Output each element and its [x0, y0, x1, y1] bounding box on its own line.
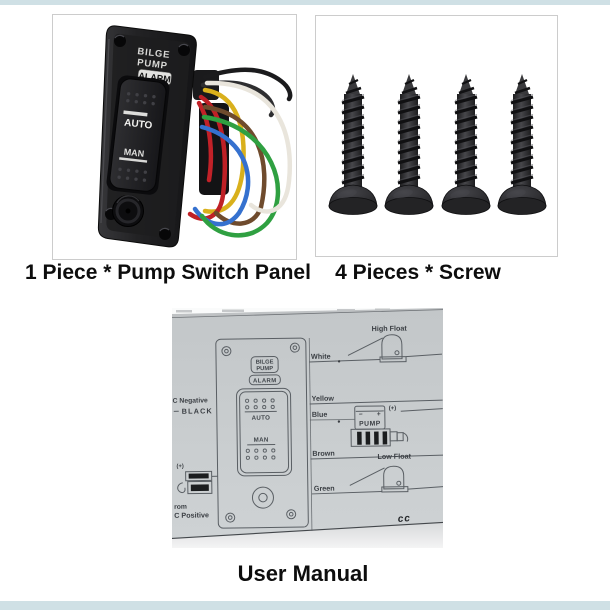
man-indicator-bar — [119, 157, 148, 163]
diagram-pump-text: PUMP — [256, 366, 273, 372]
diagram-rocker-dots — [245, 398, 275, 410]
pump-minus-text: − — [359, 411, 363, 418]
auto-indicator-bar — [123, 110, 148, 117]
diagram-right-wiring: White High Float Yellow Blue — [309, 324, 443, 495]
screws-photo — [315, 15, 558, 257]
diagram-bilge-text: BILGE — [256, 359, 274, 365]
user-manual-caption: User Manual — [237, 561, 369, 586]
pump-switch-panel-image: BILGE PUMP ALARM AUTO — [97, 25, 293, 248]
rocker-grip-dots-bottom — [117, 167, 148, 182]
black-wire-text: BLACK — [182, 406, 213, 415]
auto-text: AUTO — [124, 118, 153, 132]
pump-switch-panel-caption: 1 Piece * Pump Switch Panel — [25, 261, 311, 284]
pump-plus-paren-text: (+) — [389, 406, 397, 412]
green-wire-label: Green — [314, 484, 335, 493]
high-float-label: High Float — [372, 324, 408, 333]
blue-wire-label: Blue — [312, 410, 328, 419]
diagram-panel-outline: BILGE PUMP ALARM AUTO MAN — [215, 337, 313, 531]
breaker-button — [112, 195, 144, 227]
pump-plus-text: + — [377, 411, 381, 418]
man-text: MAN — [123, 147, 145, 159]
wire-yellow — [202, 87, 246, 214]
pump-label-text: PUMP — [359, 420, 381, 427]
top-border-band — [0, 0, 610, 5]
wire-harness — [187, 67, 293, 238]
mounting-hole-icon — [105, 34, 190, 240]
screw — [440, 72, 492, 217]
wire-green — [199, 114, 281, 238]
manual-page — [172, 310, 443, 539]
screws-image — [327, 72, 548, 217]
pump-switch-panel-photo: BILGE PUMP ALARM AUTO — [52, 14, 297, 260]
brown-wire-label: Brown — [312, 449, 334, 458]
user-manual-photo: BILGE PUMP ALARM AUTO MAN — [172, 308, 443, 548]
fold-mark-text: cc — [397, 513, 411, 525]
bilge-text: BILGE — [137, 46, 171, 61]
wiring-diagram: BILGE PUMP ALARM AUTO MAN — [173, 324, 443, 531]
diagram-auto-text: AUTO — [251, 415, 270, 422]
wire-brown — [202, 104, 267, 226]
panel-plate: BILGE PUMP ALARM AUTO — [97, 25, 197, 248]
high-float-switch-drawing — [347, 334, 443, 363]
screw — [496, 72, 548, 217]
pump-drawing: − + PUMP (+) — [350, 405, 443, 447]
diagram-man-text: MAN — [254, 437, 269, 444]
diagram-corner-holes — [221, 342, 300, 523]
rocker-switch: AUTO MAN — [106, 75, 170, 195]
wire-white — [204, 80, 292, 214]
bottom-border-band — [0, 601, 610, 610]
pump-text: PUMP — [137, 57, 169, 72]
from-text: rom — [174, 504, 187, 511]
low-float-label: Low Float — [377, 452, 411, 461]
screws-caption: 4 Pieces * Screw — [335, 261, 501, 284]
dc-positive-text: C Positive — [174, 510, 209, 519]
white-wire-label: White — [311, 352, 331, 361]
diagram-rocker-dots-lower — [245, 448, 276, 460]
dc-negative-text: C Negative — [173, 397, 208, 404]
diagram-breaker — [251, 486, 274, 509]
user-manual-image: BILGE PUMP ALARM AUTO MAN — [172, 308, 443, 548]
diagram-alarm-text: ALARM — [253, 378, 277, 384]
fuse-plus-text: (+) — [176, 464, 183, 470]
wire-black — [202, 67, 293, 102]
bilge-pump-label: BILGE PUMP — [137, 46, 171, 72]
low-float-switch-drawing — [349, 465, 443, 493]
screw — [327, 72, 379, 217]
screw — [383, 72, 435, 217]
wire-red-short — [196, 100, 214, 183]
fuse-holder-drawing — [177, 470, 218, 495]
yellow-wire-label: Yellow — [312, 394, 335, 403]
rocker-grip-dots-top — [126, 92, 156, 106]
diagram-left-wiring: C Negative BLACK (+) rom C Positive — [173, 397, 218, 520]
